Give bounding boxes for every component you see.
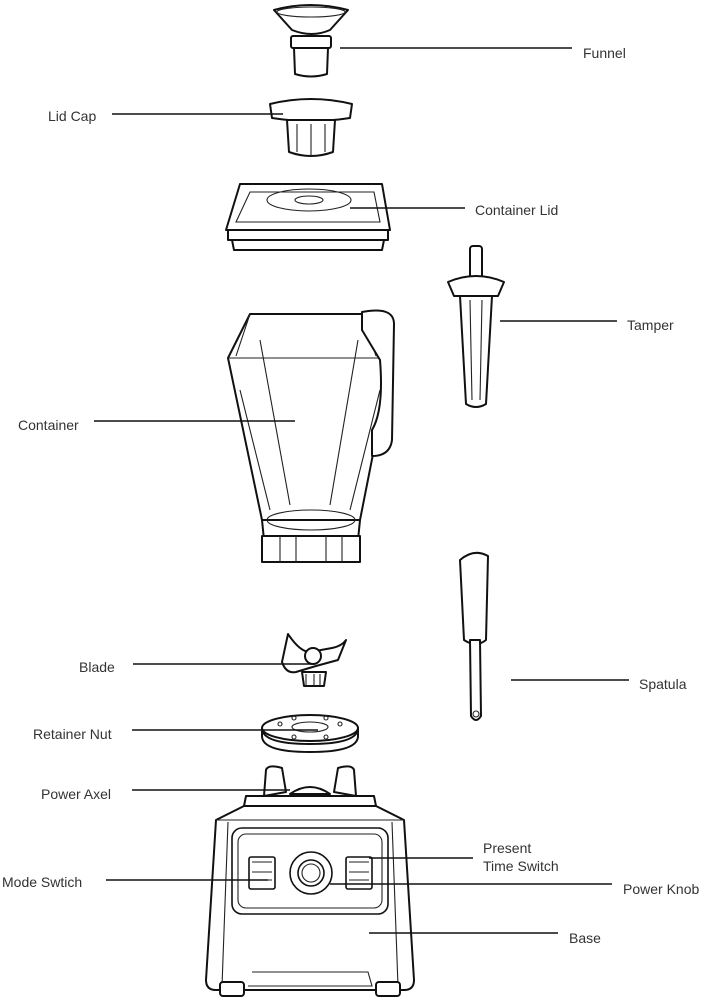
leader-lines — [94, 47, 629, 934]
power-axel-label: Power Axel — [41, 786, 111, 802]
present-time-switch-label-line1: Present — [483, 840, 531, 856]
container-label: Container — [18, 417, 79, 433]
lid-cap-illustration — [269, 98, 353, 157]
tamper-illustration — [447, 245, 505, 408]
mode-switch-label: Mode Swtich — [2, 874, 82, 890]
retainer-nut-illustration — [261, 714, 359, 753]
blade-label: Blade — [79, 659, 115, 675]
container-lid-illustration — [225, 183, 391, 251]
blade-illustration — [281, 633, 347, 687]
base-illustration — [205, 765, 415, 997]
tamper-label: Tamper — [627, 317, 674, 333]
funnel-label: Funnel — [583, 45, 626, 61]
spatula-illustration — [459, 551, 489, 721]
funnel-illustration — [273, 4, 349, 78]
present-time-switch-label-line2: Time Switch — [483, 858, 559, 874]
container-lid-label: Container Lid — [475, 202, 558, 218]
container-illustration — [227, 309, 395, 563]
retainer-nut-label: Retainer Nut — [33, 726, 112, 742]
power-knob-label: Power Knob — [623, 881, 699, 897]
lid-cap-label: Lid Cap — [48, 108, 96, 124]
spatula-label: Spatula — [639, 676, 687, 692]
labels: Funnel Lid Cap Container Lid Tamper Cont… — [2, 45, 699, 946]
base-label: Base — [569, 930, 601, 946]
